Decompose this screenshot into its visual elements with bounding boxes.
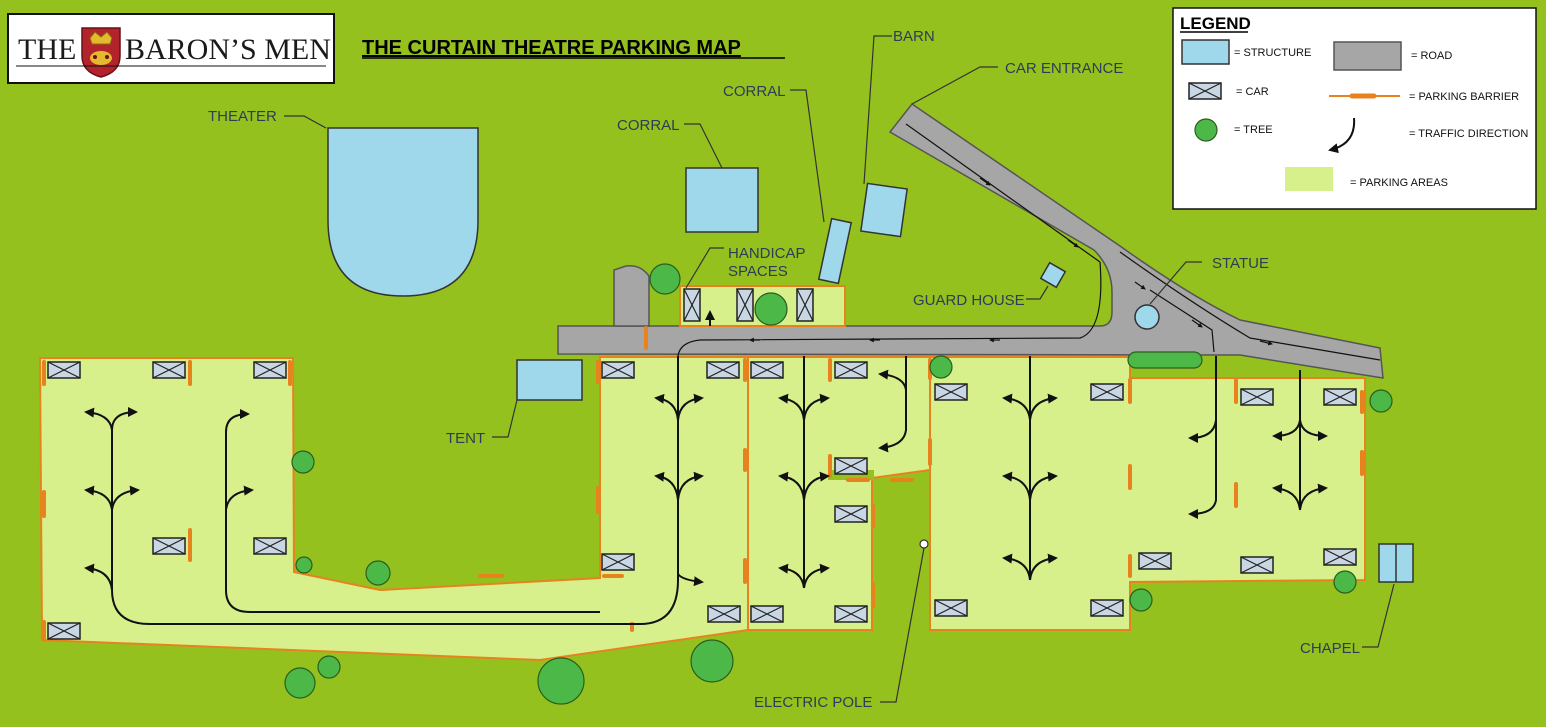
car-icon [750,361,784,379]
theater-label: THEATER [208,108,277,125]
car-icon [1090,383,1124,401]
road-arrows [749,177,1273,346]
legend-parking-swatch [1285,167,1333,191]
guard-house-label: GUARD HOUSE [913,292,1025,309]
road-network [557,102,1384,379]
tree-icon [754,292,788,326]
car-icon [834,505,868,523]
car-icon [152,361,186,379]
car-entrance-label: CAR ENTRANCE [1005,60,1123,77]
legend-title: LEGEND [1180,14,1251,33]
theater-structure [327,127,479,297]
tree-icon [1369,389,1393,413]
car-icon [253,361,287,379]
guard-house-structure [1039,261,1067,289]
legend-barrier-label: = PARKING BARRIER [1409,91,1519,103]
legend: LEGEND = STRUCTURE = ROAD = CAR = PARKIN… [1172,7,1537,210]
barn-label: BARN [893,28,935,45]
side-road-stub [613,264,650,327]
tree-icon [365,560,391,586]
car-icon [1240,556,1274,574]
car-icon [152,537,186,555]
car-icon [683,288,701,322]
car-icon [601,361,635,379]
corral-structure-left [685,167,759,233]
legend-traffic-direction-icon [1328,117,1356,154]
corral-left-label: CORRAL [617,117,680,134]
tree-icon [1129,588,1153,612]
tree-icon [537,657,585,705]
crest-shield-icon [81,27,121,78]
traffic-flow [84,310,1328,625]
trees [284,263,1393,705]
map-title: THE CURTAIN THEATRE PARKING MAP [362,37,741,59]
legend-traffic-label: = TRAFFIC DIRECTION [1409,128,1528,140]
legend-road-swatch [1333,41,1402,71]
car-icon [796,288,814,322]
car-icon [1323,548,1357,566]
logo-text-left: THE [18,33,76,66]
map-labels: THEATER CORRAL CORRAL BARN CAR ENTRANCE … [208,28,1360,711]
car-icon [706,361,740,379]
car-icon [601,553,635,571]
legend-tree-icon [1194,118,1218,142]
parking-barriers [42,326,1364,642]
main-road [557,102,1384,379]
car-icon [736,288,754,322]
chapel-label: CHAPEL [1300,640,1360,657]
tree-icon [291,450,315,474]
car-icon [1138,552,1172,570]
corral-structure-right [817,217,853,285]
car-icon [707,605,741,623]
legend-structure-label: = STRUCTURE [1234,47,1311,59]
tent-label: TENT [446,430,485,447]
handicap-label-line1: HANDICAP [728,245,806,262]
label-leaders [284,35,1395,703]
statue-structure [1134,304,1160,330]
tree-icon [649,263,681,295]
handicap-label-line2: SPACES [728,263,788,280]
car-icon [1090,599,1124,617]
car-icon [834,361,868,379]
car-icon [934,383,968,401]
barons-men-logo: THE BARON’S MEN [7,13,335,84]
corral-right-label: CORRAL [723,83,786,100]
statue-label: STATUE [1212,255,1269,272]
legend-car-icon [1188,82,1222,100]
legend-structure-swatch [1181,39,1230,65]
legend-road-label: = ROAD [1411,50,1452,62]
car-icon [834,605,868,623]
car-icon [934,599,968,617]
tree-icon [317,655,341,679]
electric-pole-marker [919,539,929,549]
car-icon [1323,388,1357,406]
legend-car-label: = CAR [1236,86,1269,98]
car-icon [47,622,81,640]
parking-area-west [38,356,749,662]
legend-tree-label: = TREE [1234,124,1273,136]
tree-icon [690,639,734,683]
logo-text-right: BARON’S MEN [125,33,331,66]
tree-icon [929,355,953,379]
tree-icon [1333,570,1357,594]
legend-parking-label: = PARKING AREAS [1350,177,1448,189]
tree-icon [295,556,313,574]
car-icon [47,361,81,379]
electric-pole-label: ELECTRIC POLE [754,694,872,711]
tree-icon [284,667,316,699]
barn-structure [860,182,908,238]
car-icon [834,457,868,475]
car-icon [750,605,784,623]
structures [327,127,1414,583]
tent-structure [516,359,583,401]
hedge-icon [1127,351,1203,369]
parking-area-center [747,356,931,631]
car-icon [253,537,287,555]
car-icon [1240,388,1274,406]
